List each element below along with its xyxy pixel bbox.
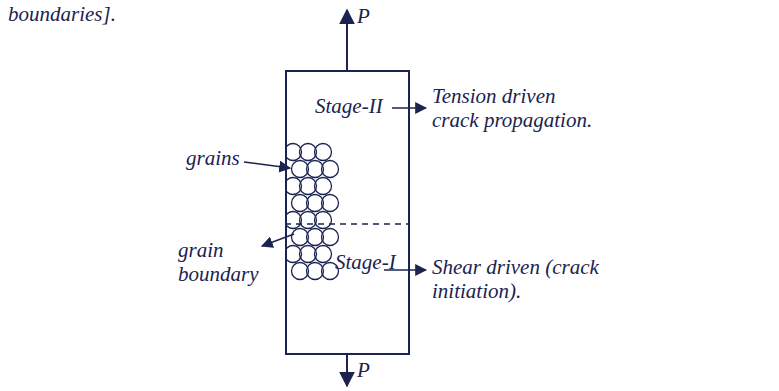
load-label: P	[357, 4, 387, 28]
load-arrow	[346, 355, 348, 386]
load-arrow	[346, 10, 348, 70]
stage-label: Stage-I	[335, 250, 396, 274]
grain	[322, 229, 339, 246]
specimen-box: Stage-II Stage-I	[285, 70, 410, 355]
callout-label: grains	[186, 146, 248, 170]
note-text: boundaries].	[8, 2, 168, 26]
grains-cluster	[287, 144, 339, 280]
grain	[322, 161, 339, 178]
stage-note: Shear driven (crack initiation).	[432, 255, 602, 303]
leader-line	[262, 234, 294, 246]
stage-boundary	[285, 223, 410, 225]
leader-line	[244, 162, 290, 168]
callout-label: grain boundary	[178, 238, 262, 286]
grain	[322, 195, 339, 212]
grain	[315, 212, 332, 229]
grain	[315, 178, 332, 195]
grain	[315, 246, 332, 263]
stage-label: Stage-II	[315, 94, 383, 118]
stage-note: Tension driven crack propagation.	[432, 84, 602, 132]
grain	[315, 144, 332, 161]
load-label: P	[357, 358, 387, 382]
